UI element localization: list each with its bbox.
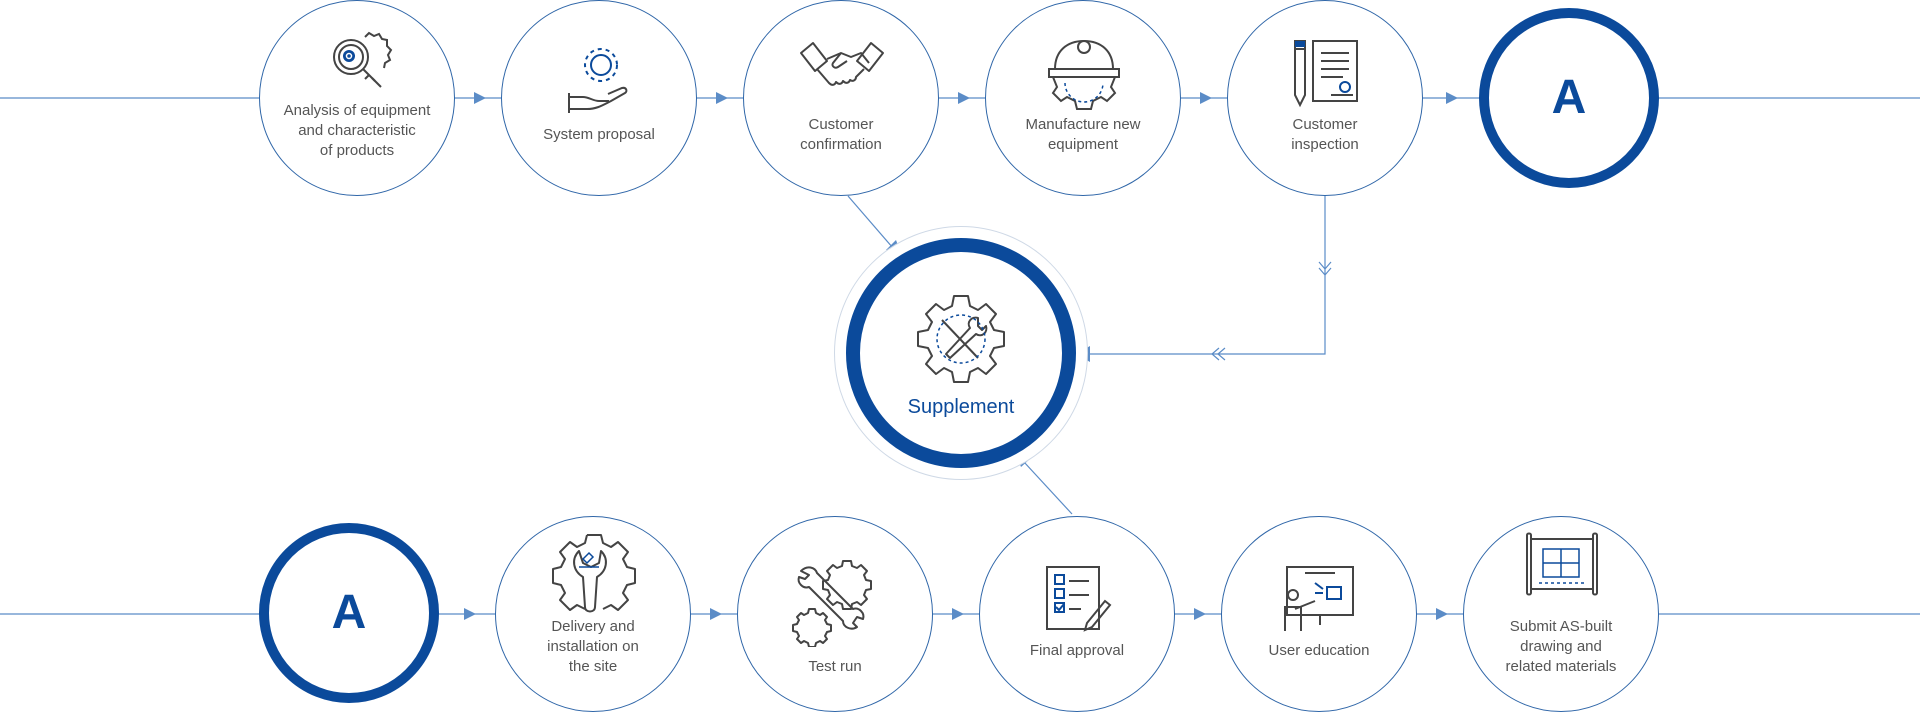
- approval-to-supplement-line: [1023, 461, 1073, 515]
- connector-marker-a-top: A: [1479, 8, 1659, 188]
- step-delivery: Delivery and installation on the site: [495, 516, 691, 712]
- arrow-head: [464, 608, 476, 620]
- step-asbuilt: Submit AS-built drawing and related mate…: [1463, 516, 1659, 712]
- inspection-to-supplement-line: [1084, 196, 1326, 355]
- document-pencil-icon: [1294, 40, 1358, 108]
- step-label: Test run: [808, 658, 862, 675]
- wrench-gears-icon: [792, 560, 872, 647]
- arrow-head: [474, 92, 486, 104]
- down-chevron-2: [1318, 267, 1332, 276]
- step-label: Customer confirmation: [800, 116, 882, 153]
- step-label: Delivery and installation on the site: [547, 618, 639, 675]
- left-chevron-2: [1217, 347, 1226, 361]
- arrow-head: [952, 608, 964, 620]
- step-analysis: Analysis of equipment and characteristic…: [259, 0, 455, 196]
- gear-magnifier-icon: [333, 31, 393, 88]
- step-proposal: System proposal: [501, 0, 697, 196]
- wrench-gear-icon: [552, 534, 636, 613]
- gear-tools-icon: [917, 295, 1005, 383]
- step-label: Analysis of equipment and characteristic…: [283, 102, 431, 159]
- step-inspection: Customer inspection: [1227, 0, 1423, 196]
- presentation-icon: [1284, 566, 1354, 631]
- step-label: User education: [1268, 642, 1370, 659]
- step-confirmation: Customer confirmation: [743, 0, 939, 196]
- step-label: Customer inspection: [1291, 116, 1359, 153]
- down-chevron-1: [1318, 261, 1332, 270]
- arrow-head: [716, 92, 728, 104]
- checklist-icon: [1046, 566, 1112, 632]
- hand-gear-icon: [568, 48, 628, 113]
- blueprint-icon: [1526, 532, 1598, 596]
- step-testrun: Test run: [737, 516, 933, 712]
- arrow-head: [1200, 92, 1212, 104]
- step-label: Final approval: [1029, 642, 1125, 659]
- step-education: User education: [1221, 516, 1417, 712]
- step-label: System proposal: [543, 126, 655, 143]
- arrow-head: [710, 608, 722, 620]
- arrow-head: [1194, 608, 1206, 620]
- step-approval: Final approval: [979, 516, 1175, 712]
- step-label: Manufacture new equipment: [1025, 116, 1141, 153]
- marker-label: A: [1551, 71, 1587, 124]
- supplement-node: Supplement: [846, 238, 1076, 468]
- marker-label: A: [331, 586, 367, 639]
- arrow-head: [958, 92, 970, 104]
- connector-marker-a-bottom: A: [259, 523, 439, 703]
- step-label: Submit AS-built drawing and related mate…: [1505, 618, 1617, 675]
- left-chevron-1: [1211, 347, 1220, 361]
- hardhat-gear-icon: [1048, 39, 1120, 110]
- handshake-icon: [800, 42, 884, 86]
- supplement-label: Supplement: [907, 396, 1015, 418]
- arrow-head: [1446, 92, 1458, 104]
- arrow-head: [1436, 608, 1448, 620]
- confirmation-to-supplement-line: [847, 195, 894, 249]
- step-manufacture: Manufacture new equipment: [985, 0, 1181, 196]
